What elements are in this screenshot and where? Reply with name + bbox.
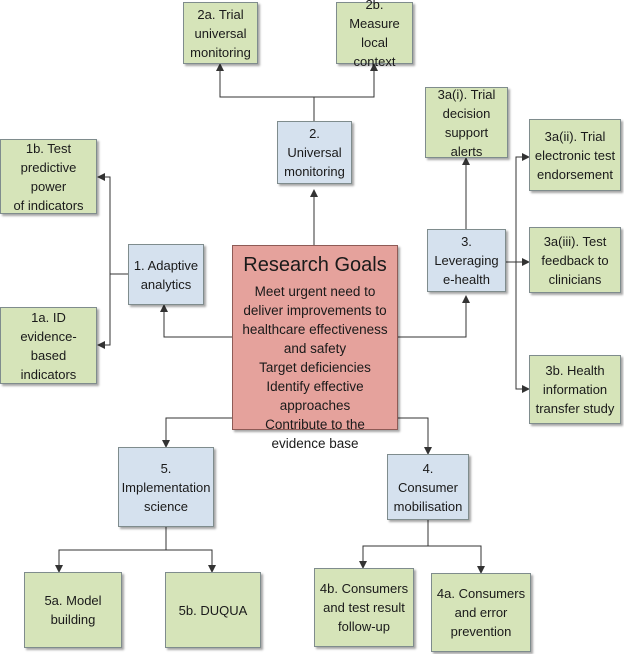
node-text: transfer study bbox=[535, 401, 615, 416]
node-text: 3a(iii). Test bbox=[543, 233, 607, 249]
project-3ai-trial-decision-support-alerts: 3a(i). Trial decision support alerts bbox=[425, 86, 508, 159]
node-text: 2b. Measure bbox=[349, 0, 400, 31]
project-1a-id-evidence-based-indicators: 1a. ID evidence- based indicators bbox=[0, 307, 97, 384]
node-text: e-health bbox=[443, 272, 490, 287]
research-goals-box: Research Goals Meet urgent need to deliv… bbox=[232, 245, 398, 451]
node-text: 4b. Consumers bbox=[319, 581, 409, 596]
goal-item: Contribute to the evidence base bbox=[265, 417, 365, 451]
node-text: follow-up bbox=[337, 619, 391, 634]
node-text: Implementation bbox=[121, 479, 211, 495]
project-2b-measure-local-context: 2b. Measure local context bbox=[336, 0, 413, 69]
node-text: 3a(ii). Trial bbox=[544, 128, 606, 144]
node-text: 5. bbox=[160, 460, 172, 476]
node-text: electronic test bbox=[534, 147, 616, 163]
node-text: of indicators bbox=[13, 197, 84, 213]
theme-5-implementation-science: 5. Implementation science bbox=[118, 447, 214, 527]
node-text: clinicians bbox=[548, 271, 602, 287]
node-text: 1. Adaptive bbox=[133, 257, 199, 273]
node-text: information bbox=[542, 382, 608, 397]
theme-2-universal-monitoring: 2. Universal monitoring bbox=[277, 121, 352, 184]
node-text: 5a. Model bbox=[44, 593, 102, 608]
node-text: prevention bbox=[450, 624, 512, 639]
node-text: 4a. Consumers bbox=[436, 586, 526, 601]
node-text: decision bbox=[442, 105, 491, 121]
node-text: support alerts bbox=[444, 124, 489, 159]
node-text: and test result bbox=[323, 600, 405, 615]
project-4a-consumers-and-error-prevention: 4a. Consumers and error prevention bbox=[431, 573, 531, 652]
goal-item: Meet urgent need to deliver improvements… bbox=[242, 284, 388, 356]
node-text: local context bbox=[353, 35, 396, 69]
research-goals-title: Research Goals bbox=[243, 254, 387, 276]
goal-item: Target deficiencies bbox=[259, 360, 371, 375]
node-text: science bbox=[143, 498, 189, 514]
project-5a-model-building: 5a. Model building bbox=[24, 572, 122, 648]
node-text: Leveraging bbox=[434, 253, 499, 268]
theme-3-leveraging-ehealth: 3. Leveraging e-health bbox=[427, 229, 506, 292]
project-1b-test-predictive-power: 1b. Test predictive power of indicators bbox=[0, 139, 97, 214]
project-3b-health-information-transfer-study: 3b. Health information transfer study bbox=[529, 355, 621, 424]
project-3aiii-test-feedback-to-clinicians: 3a(iii). Test feedback to clinicians bbox=[529, 227, 621, 293]
node-text: 3. bbox=[461, 234, 472, 249]
node-text: 2. Universal bbox=[287, 126, 342, 160]
node-text: based indicators bbox=[20, 347, 77, 382]
project-2a-trial-universal-monitoring: 2a. Trial universal monitoring bbox=[183, 2, 258, 64]
node-text: mobilisation bbox=[393, 498, 463, 514]
node-text: 5b. DUQUA bbox=[178, 602, 248, 618]
node-text: monitoring bbox=[284, 164, 345, 179]
node-text: and error bbox=[454, 605, 508, 620]
node-text: monitoring bbox=[190, 44, 251, 60]
node-text: 1a. ID evidence- bbox=[20, 309, 77, 344]
project-3aii-trial-electronic-test-endorsement: 3a(ii). Trial electronic test endorsemen… bbox=[529, 119, 621, 191]
project-5b-duqua: 5b. DUQUA bbox=[165, 572, 261, 648]
node-text: universal bbox=[194, 25, 247, 41]
node-text: predictive power bbox=[20, 159, 77, 194]
theme-4-consumer-mobilisation: 4. Consumer mobilisation bbox=[387, 454, 469, 520]
node-text: 3a(i). Trial bbox=[437, 86, 496, 102]
node-text: feedback to bbox=[541, 252, 609, 268]
theme-1-adaptive-analytics: 1. Adaptive analytics bbox=[128, 244, 204, 305]
project-4b-consumers-and-test-result-follow-up: 4b. Consumers and test result follow-up bbox=[314, 568, 414, 647]
node-text: analytics bbox=[140, 276, 192, 292]
node-text: 2a. Trial bbox=[197, 6, 244, 22]
node-text: 3b. Health bbox=[545, 363, 605, 378]
node-text: building bbox=[50, 612, 96, 627]
node-text: 4. Consumer bbox=[398, 460, 458, 495]
node-text: endorsement bbox=[537, 166, 613, 182]
node-text: 1b. Test bbox=[25, 140, 72, 156]
goal-item: Identify effective approaches bbox=[266, 379, 364, 413]
